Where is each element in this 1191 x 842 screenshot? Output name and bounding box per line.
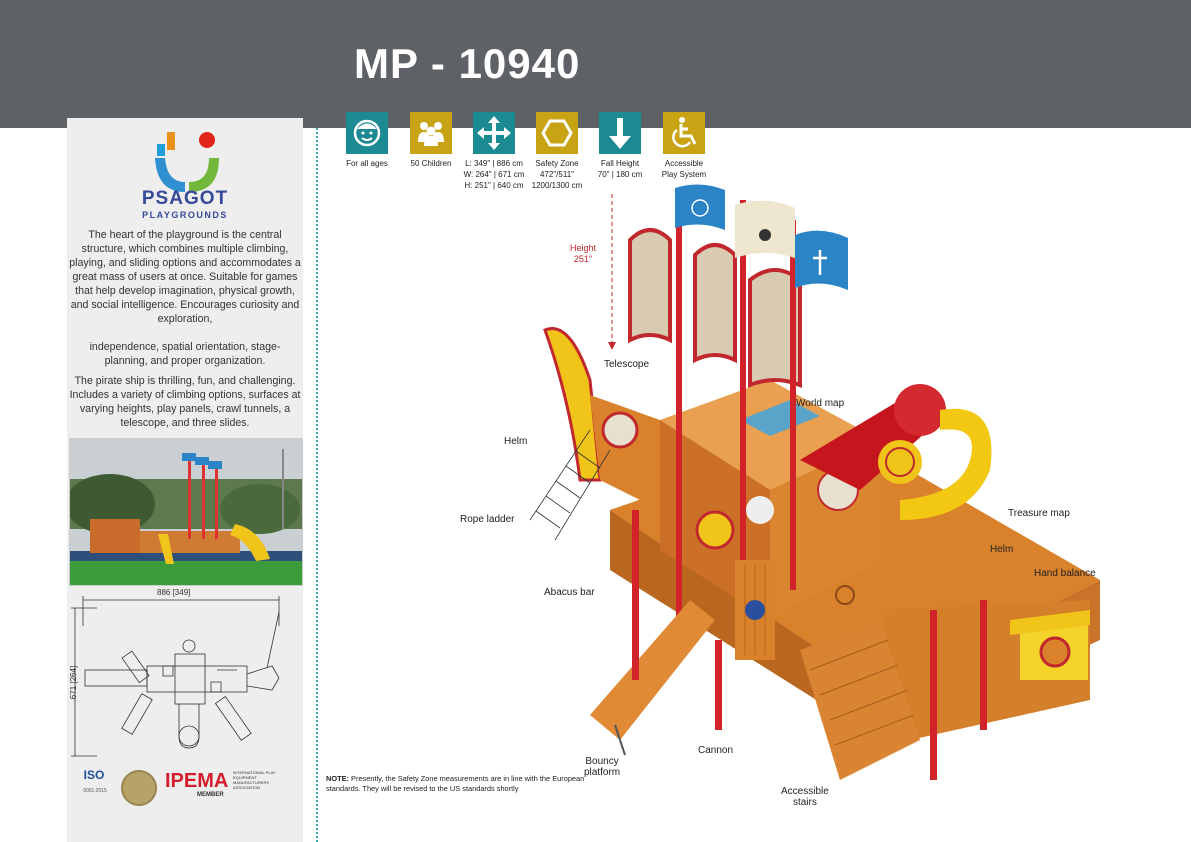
child-face-icon <box>346 112 388 154</box>
callout-world-map: World map <box>796 398 845 409</box>
page-title: MP - 10940 <box>354 40 581 87</box>
psagot-logo-icon <box>155 132 219 192</box>
callout-bouncy-platform: Bouncy platform <box>584 756 621 778</box>
group-icon <box>410 112 452 154</box>
description-paragraph-2: independence, spatial orientation, stage… <box>89 341 281 367</box>
description-paragraph-1: The heart of the playground is the centr… <box>69 229 301 325</box>
iso-standard: 9001:2015 <box>83 788 107 794</box>
spec-ages-label: For all ages <box>346 159 388 168</box>
spec-dimensions-label: L: 349" | 886 cm W: 264" | 671 cm H: 251… <box>463 159 525 190</box>
arrows-move-icon <box>473 112 515 154</box>
ipema-full-name: INTERNATIONAL PLAY EQUIPMENT MANUFACTURE… <box>233 770 276 790</box>
callout-telescope: Telescope <box>604 359 650 370</box>
hexagon-icon <box>536 112 578 154</box>
spec-safety-zone-label: Safety Zone 472"/511" 1200/1300 cm <box>531 159 583 190</box>
spec-fall-height <box>599 112 641 154</box>
callout-treasure-map: Treasure map <box>1008 508 1070 519</box>
wheelchair-icon <box>663 112 705 154</box>
spec-safety-zone <box>536 112 578 154</box>
header-bar <box>0 0 1191 128</box>
plan-width-label: 886 [349] <box>157 588 191 597</box>
spec-ages <box>346 112 388 154</box>
description-paragraph-3: The pirate ship is thrilling, fun, and c… <box>69 375 301 429</box>
spec-children <box>410 112 452 154</box>
ipema-logo: IPEMA <box>165 770 229 792</box>
callout-helm-left: Helm <box>504 436 528 447</box>
callout-cannon: Cannon <box>698 745 734 756</box>
safety-zone-note: NOTE: Presently, the Safety Zone measure… <box>326 774 585 793</box>
spec-accessible <box>663 112 705 154</box>
spec-accessible-label: Accessible Play System <box>661 159 707 179</box>
playground-photo-icon <box>70 439 302 585</box>
pirate-ship-illustration-icon <box>529 184 1100 780</box>
sidebar: PSAGOT PLAYGROUNDS The heart of the play… <box>67 118 303 842</box>
brand-name: PSAGOT <box>141 188 229 209</box>
brand-subtitle: PLAYGROUNDS <box>142 210 228 220</box>
ipema-member: MEMBER <box>197 792 224 798</box>
spec-fall-height-label: Fall Height 70" | 180 cm <box>597 159 643 179</box>
callout-rope-ladder: Rope ladder <box>460 514 515 525</box>
callout-hand-balance: Hand balance <box>1034 568 1096 579</box>
spec-children-label: 50 Children <box>410 159 452 168</box>
iso-badge: ISO <box>83 768 105 782</box>
callout-abacus-bar: Abacus bar <box>544 587 595 598</box>
top-view-plan-icon <box>71 596 280 757</box>
height-label: Height 251" <box>570 243 597 264</box>
arrow-down-icon <box>599 112 641 154</box>
spec-dimensions <box>473 112 515 154</box>
callout-helm-right: Helm <box>990 544 1014 555</box>
certification-seal-icon <box>121 770 157 806</box>
playground-photo <box>69 438 303 586</box>
divider <box>316 128 318 842</box>
callout-accessible-stairs: Accessible stairs <box>781 786 829 808</box>
